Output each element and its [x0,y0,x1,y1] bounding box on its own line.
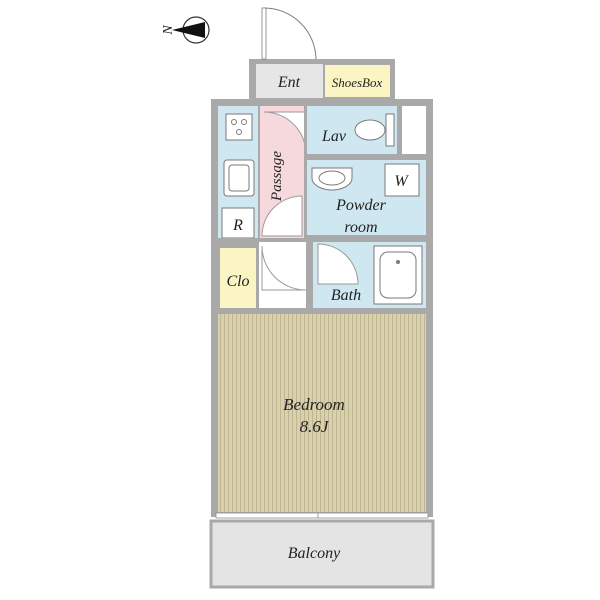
kitchen-sink-icon [223,159,255,197]
north-arrow-icon [172,16,210,44]
bedroom-label: Bedroom [283,395,345,414]
wash-basin-icon [311,167,353,191]
compass-label: N [161,25,176,36]
window [215,512,429,519]
bedroom-size: 8.6J [300,417,330,436]
powder-room-label-line2: room [344,219,377,236]
bedroom-floor [218,314,426,512]
washer-box [384,163,420,197]
entry-door [263,7,317,60]
lavatory-label: Lav [321,128,347,145]
powder-room-label-line1: Powder [335,197,387,214]
shoes-box-area [325,65,390,97]
bedroom-door [261,245,307,291]
refrigerator-label: R [232,217,243,234]
stove-icon [225,113,253,141]
toilet-icon [354,113,395,147]
entrance-label: Ent [277,74,301,91]
passage-label: Passage [269,151,285,202]
entrance-area [256,64,323,98]
closet-area [220,248,257,308]
bath-door [317,243,359,285]
closet-label: Clo [226,273,249,290]
bathtub-icon [373,245,423,305]
shoes-box-label: ShoesBox [332,75,383,90]
refrigerator-box [221,207,255,239]
washer-label: W [394,173,409,190]
lav-side-closet [402,106,426,154]
bath-label: Bath [331,287,361,304]
balcony-label: Balcony [288,545,341,562]
passage-door [261,195,303,237]
balcony-area [209,519,435,589]
